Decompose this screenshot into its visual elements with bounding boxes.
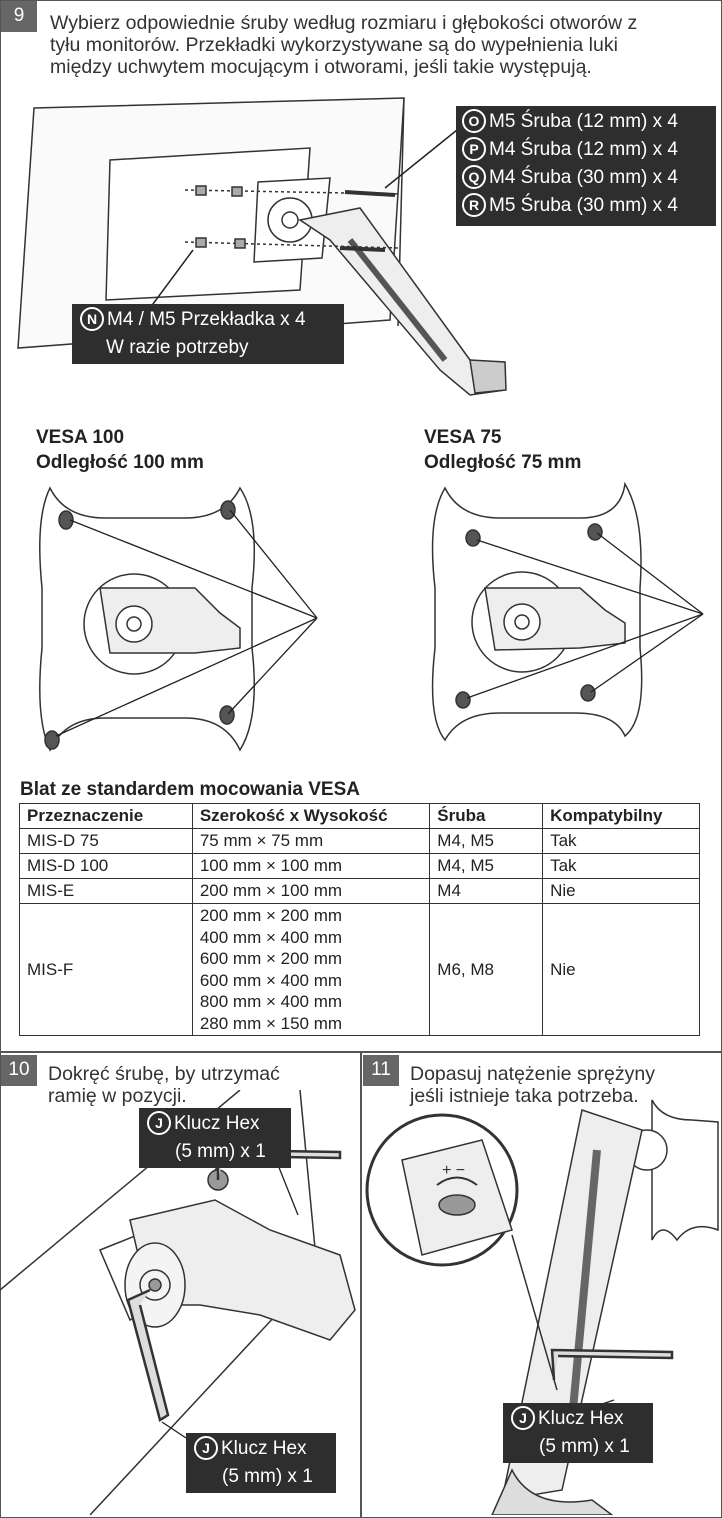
vesa-100-plate-diagram (39, 486, 318, 752)
o-circle-icon: O (462, 109, 486, 133)
p-circle-icon: P (462, 137, 486, 161)
size-item: 280 mm × 150 mm (199, 1013, 343, 1033)
vesa-100-heading: VESA 100 Odległość 100 mm (36, 425, 204, 475)
header-compatible: Kompatybilny (542, 803, 700, 829)
screw-item-q-label: M4 Śruba (30 mm) x 4 (489, 167, 678, 188)
cell-screw: M6, M8 (429, 903, 544, 1036)
cell-purpose: MIS-D 100 (19, 853, 193, 879)
cell-purpose: MIS-E (19, 878, 193, 904)
hex-11-line-2: (5 mm) x 1 (539, 1436, 630, 1457)
step-9-instruction: Wybierz odpowiednie śruby według rozmiar… (50, 12, 637, 78)
monitor-arm-illustration (17, 97, 507, 396)
n-circle-icon: N (80, 307, 104, 331)
cell-size-list: 200 mm × 200 mm 400 mm × 400 mm 600 mm ×… (191, 903, 431, 1036)
screw-item-r-label: M5 Śruba (30 mm) x 4 (489, 195, 678, 216)
vesa-75-plate-diagram (431, 481, 704, 742)
table-row: MIS-D 75 75 mm × 75 mm M4, M5 Tak (19, 828, 700, 854)
step-10-instruction: Dokręć śrubę, by utrzymać ramię w pozycj… (48, 1063, 280, 1107)
spacer-line-2: W razie potrzeby (106, 337, 249, 358)
r-circle-icon: R (462, 193, 486, 217)
cell-screw: M4, M5 (429, 853, 544, 879)
step-10-number: 10 (1, 1055, 37, 1086)
size-item: 800 mm × 400 mm (199, 992, 343, 1011)
table-row: MIS-D 100 100 mm × 100 mm M4, M5 Tak (19, 853, 700, 879)
hex-11-line-1-text: Klucz Hex (538, 1408, 624, 1429)
screw-item-o-label: M5 Śruba (12 mm) x 4 (489, 111, 678, 132)
svg-text:+ −: + − (442, 1162, 465, 1179)
size-item: 200 mm × 200 mm (199, 906, 343, 925)
vesa-100-title: VESA 100 (36, 427, 125, 448)
column-divider (360, 1051, 362, 1518)
step-10-line-2: ramię w pozycji. (48, 1085, 187, 1107)
step-11-illustration: + − (365, 1099, 719, 1515)
step-11-instruction: Dopasuj natężenie sprężyny jeśli istniej… (410, 1063, 655, 1107)
cell-size: 100 mm × 100 mm (191, 853, 431, 879)
size-item: 600 mm × 400 mm (199, 970, 343, 990)
cell-purpose: MIS-F (19, 903, 193, 1036)
cell-screw: M4 (429, 878, 544, 904)
cell-size: 75 mm × 75 mm (191, 828, 431, 854)
screw-item-p-label: M4 Śruba (12 mm) x 4 (489, 139, 678, 160)
vesa-75-subtitle: Odległość 75 mm (424, 452, 582, 473)
header-screw: Śruba (429, 803, 544, 829)
table-row: MIS-F 200 mm × 200 mm 400 mm × 400 mm 60… (19, 903, 700, 1036)
vesa-75-title: VESA 75 (424, 427, 502, 448)
hex-bottom-line-2: (5 mm) x 1 (222, 1466, 313, 1487)
header-purpose: Przeznaczenie (19, 803, 193, 829)
cell-compatible: Tak (542, 828, 700, 854)
spacer-line-1-text: M4 / M5 Przekładka x 4 (107, 309, 306, 330)
table-row: MIS-E 200 mm × 100 mm M4 Nie (19, 878, 700, 904)
vesa-100-subtitle: Odległość 100 mm (36, 452, 204, 473)
cell-compatible: Nie (542, 878, 700, 904)
hex-top-line-2: (5 mm) x 1 (175, 1141, 266, 1162)
j-circle-icon: J (511, 1406, 535, 1430)
q-circle-icon: Q (462, 165, 486, 189)
size-item: 400 mm × 400 mm (199, 927, 343, 947)
vesa-75-heading: VESA 75 Odległość 75 mm (424, 425, 581, 475)
step-9-line-1: Wybierz odpowiednie śruby według rozmiar… (50, 12, 638, 34)
step-11-line-2: jeśli istnieje taka potrzeba. (410, 1085, 639, 1107)
size-item: 600 mm × 200 mm (199, 949, 343, 968)
vesa-table-title: Blat ze standardem mocowania VESA (20, 779, 360, 800)
cell-compatible: Tak (542, 853, 700, 879)
step-11-line-1: Dopasuj natężenie sprężyny (410, 1063, 655, 1085)
j-circle-icon: J (147, 1111, 171, 1135)
table-header-row: Przeznaczenie Szerokość x Wysokość Śruba… (19, 803, 700, 829)
step-9-number: 9 (1, 1, 37, 32)
step-9-line-3: między uchwytem mocującym i otworami, je… (50, 56, 592, 78)
step-11-number: 11 (363, 1055, 399, 1086)
cell-screw: M4, M5 (429, 828, 544, 854)
cell-compatible: Nie (542, 903, 700, 1036)
step-9-line-2: tyłu monitorów. Przekładki wykorzystywan… (50, 34, 618, 56)
j-circle-icon: J (194, 1436, 218, 1460)
hex-bottom-line-1-text: Klucz Hex (221, 1438, 307, 1459)
cell-purpose: MIS-D 75 (19, 828, 193, 854)
cell-size: 200 mm × 100 mm (191, 878, 431, 904)
hex-top-line-1-text: Klucz Hex (174, 1113, 260, 1134)
step-10-line-1: Dokręć śrubę, by utrzymać (48, 1063, 280, 1085)
vesa-table: Przeznaczenie Szerokość x Wysokość Śruba… (19, 803, 700, 1036)
header-size: Szerokość x Wysokość (191, 803, 431, 829)
